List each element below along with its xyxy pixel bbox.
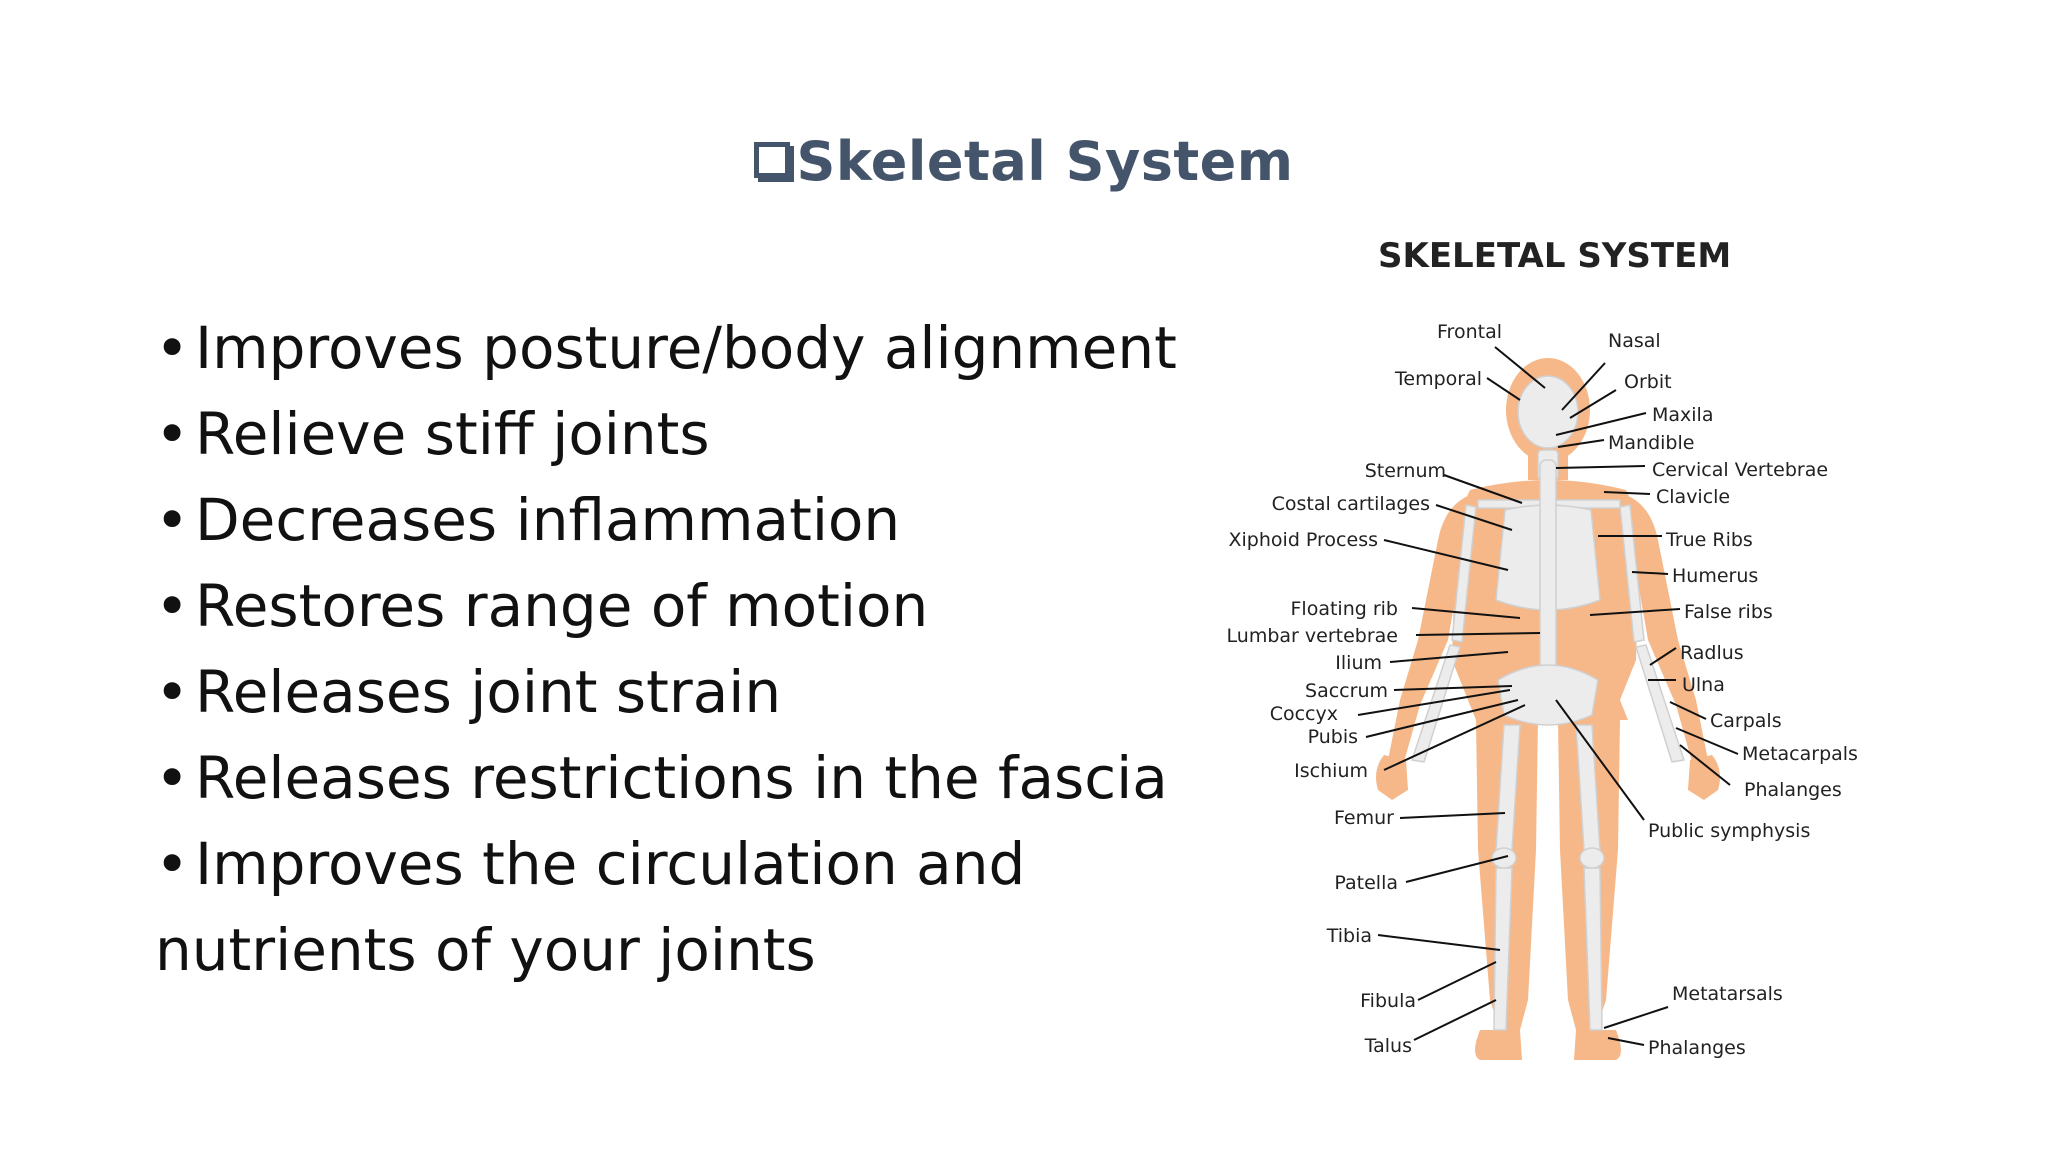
label-public-symphysis: Public symphysis (1648, 820, 1810, 842)
label-ulna: Ulna (1682, 674, 1725, 696)
label-costal-cartilages: Costal cartilages (1272, 493, 1430, 515)
bullet-item: •Decreases inflammation (155, 477, 1177, 563)
bullet-dot: • (155, 830, 190, 898)
label-mandible: Mandible (1608, 432, 1694, 454)
bullet-continuation: nutrients of your joints (155, 916, 816, 984)
label-ischium: Ischium (1294, 760, 1368, 782)
bullet-item: •Restores range of motion (155, 563, 1177, 649)
label-sternum: Sternum (1365, 460, 1446, 482)
label-carpals: Carpals (1710, 710, 1782, 732)
bullet-list: •Improves posture/body alignment •Reliev… (155, 305, 1177, 993)
label-floating-rib: Floating rib (1291, 598, 1399, 620)
bullet-item: •Improves posture/body alignment (155, 305, 1177, 391)
label-metatarsals: Metatarsals (1672, 983, 1783, 1005)
bullet-item: •Releases restrictions in the fascia (155, 735, 1177, 821)
diagram-title: SKELETAL SYSTEM (1378, 236, 1732, 276)
label-xiphoid-process: Xiphoid Process (1229, 529, 1378, 551)
label-clavicle: Clavicle (1656, 486, 1730, 508)
label-saccrum: Saccrum (1305, 680, 1388, 702)
checkbox-bullet-icon (754, 142, 795, 182)
bullet-dot: • (155, 572, 190, 640)
label-phalanges-hand: Phalanges (1744, 779, 1842, 801)
slide-title-text: Skeletal System (796, 130, 1294, 193)
bullet-dot: • (155, 658, 190, 726)
label-metacarpals: Metacarpals (1742, 743, 1858, 765)
label-temporal: Temporal (1394, 368, 1482, 390)
label-ilium: Ilium (1335, 652, 1382, 674)
label-pubis: Pubis (1308, 726, 1358, 748)
label-false-ribs: False ribs (1684, 601, 1773, 623)
label-true-ribs: True Ribs (1665, 529, 1753, 551)
label-lumbar-vertebrae: Lumbar vertebrae (1227, 625, 1398, 647)
label-humerus: Humerus (1672, 565, 1758, 587)
label-frontal: Frontal (1437, 321, 1502, 343)
label-talus: Talus (1364, 1035, 1412, 1057)
bullet-item: •Releases joint strain (155, 649, 1177, 735)
slide-title: Skeletal System (0, 130, 2048, 193)
bullet-dot: • (155, 314, 190, 382)
label-patella: Patella (1334, 872, 1398, 894)
leader-lines (1357, 346, 1739, 1046)
bullet-item: •Relieve stiff joints (155, 391, 1177, 477)
skeleton-bones (1411, 375, 1685, 1031)
label-orbit: Orbit (1624, 371, 1672, 393)
label-radlus: Radlus (1680, 642, 1744, 664)
label-fibula: Fibula (1360, 990, 1416, 1012)
label-tibia: Tibia (1326, 925, 1372, 947)
label-femur: Femur (1334, 807, 1394, 829)
bullet-dot: • (155, 744, 190, 812)
label-phalanges-foot: Phalanges (1648, 1037, 1746, 1059)
label-cervical-vertebrae: Cervical Vertebrae (1652, 459, 1828, 481)
labels-left: Frontal Temporal Sternum Costal cartilag… (1227, 321, 1502, 1057)
bullet-dot: • (155, 400, 190, 468)
labels-right: Nasal Orbit Maxila Mandible Cervical Ver… (1608, 330, 1858, 1059)
label-maxila: Maxila (1652, 404, 1713, 426)
bullet-item: •Improves the circulation and (155, 821, 1177, 907)
label-nasal: Nasal (1608, 330, 1661, 352)
label-coccyx: Coccyx (1270, 703, 1338, 725)
bullet-dot: • (155, 486, 190, 554)
